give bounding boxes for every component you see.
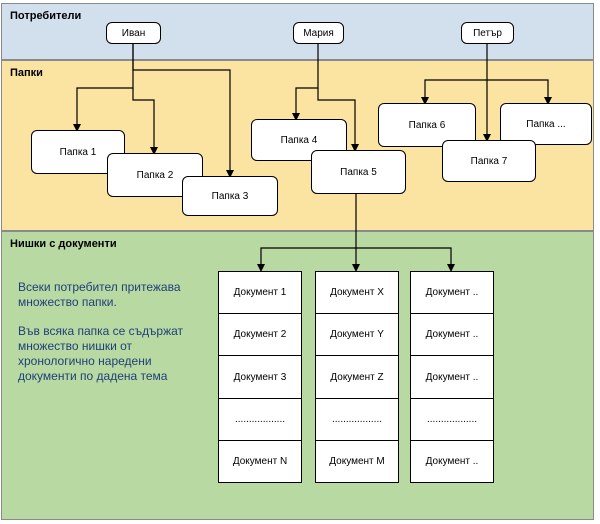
document-thread-1: Документ 1 Документ 2 Документ 3 .......… <box>218 271 302 483</box>
document-cell: Документ Z <box>316 356 398 399</box>
docs-band-title: Нишки с документи <box>10 238 117 250</box>
folder-3: Папка 3 <box>182 176 278 216</box>
user-petar: Петър <box>461 22 514 44</box>
document-cell: Документ 2 <box>219 314 301 357</box>
document-cell: Документ 1 <box>219 272 301 315</box>
description-paragraph-2: Във всяка папка се съдържат множество ни… <box>18 324 184 383</box>
document-cell: Документ 3 <box>219 356 301 399</box>
document-cell: Документ .. <box>425 455 479 467</box>
document-cell: Документ M <box>329 455 385 467</box>
description-paragraph-1: Всеки потребител притежава множество пап… <box>18 280 181 309</box>
document-thread-3: Документ .. Документ .. Документ .. ....… <box>410 271 494 483</box>
folder-5: Папка 5 <box>311 150 406 194</box>
folder-6: Папка 6 <box>378 103 476 147</box>
document-cell: Документ .. <box>411 314 493 357</box>
folder-more: Папка ... <box>500 103 592 145</box>
document-cell: Документ Y <box>316 314 398 357</box>
folder-7: Папка 7 <box>442 140 536 182</box>
document-cell: Документ N <box>232 455 288 467</box>
document-cell-ellipsis: .................. <box>411 399 493 441</box>
folder-1: Папка 1 <box>31 130 125 174</box>
document-cell: Документ .. <box>411 356 493 399</box>
document-thread-2: Документ X Документ Y Документ Z .......… <box>315 271 399 483</box>
user-maria: Мария <box>293 22 344 44</box>
description-text: Всеки потребител притежава множество пап… <box>18 280 188 398</box>
document-cell-ellipsis: .................. <box>219 399 301 441</box>
folders-band-title: Папки <box>10 67 43 79</box>
document-cell-ellipsis: .................. <box>316 399 398 441</box>
users-band-title: Потребители <box>10 10 82 22</box>
user-ivan: Иван <box>106 22 161 44</box>
document-cell: Документ X <box>316 272 398 315</box>
document-cell: Документ .. <box>411 272 493 315</box>
